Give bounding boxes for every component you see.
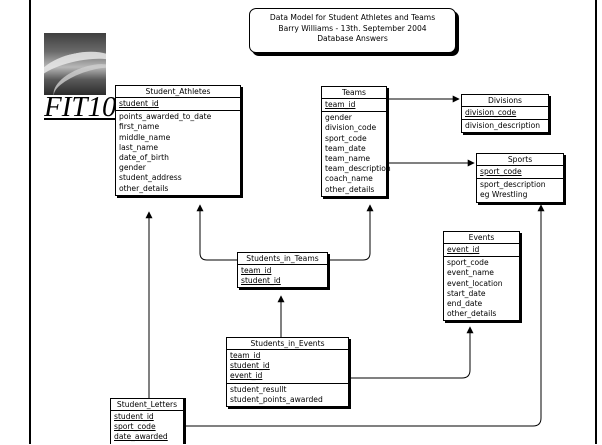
divisions-key-field: division_code <box>465 108 517 117</box>
student-athletes-attribute-field: student_address <box>119 173 182 183</box>
logo-text: FIT10 <box>44 92 116 122</box>
students-in-events-attribute-field: student_points_awarded <box>230 394 323 404</box>
logo-image <box>44 33 106 95</box>
students-in-events-attribute-field: student_resullt <box>230 384 287 394</box>
teams-attribute-field: coach_name <box>325 174 373 184</box>
sports-key-field: sport_code <box>480 167 522 176</box>
students-in-events-title: Students_in_Events <box>227 338 348 350</box>
student-athletes-attribute-field: middle_name <box>119 132 171 142</box>
students-in-teams-key-field: team_id <box>241 266 272 275</box>
sports-title: Sports <box>477 154 563 166</box>
student-athletes-title: Student_Athletes <box>116 86 240 98</box>
events-attribute-field: end_date <box>447 298 483 308</box>
events-attribute-field: other_details <box>447 309 497 319</box>
teams-attribute-field: sport_code <box>325 133 367 143</box>
diagram-title-box: Data Model for Student Athletes and Team… <box>249 8 456 53</box>
teams-title: Teams <box>322 87 386 99</box>
students-in-events-key-field: student_id <box>230 361 270 371</box>
student-athletes-attribute-field: points_awarded_to_date <box>119 112 212 122</box>
teams-attribute-field: team_name <box>325 153 371 163</box>
teams-attribute-field: division_code <box>325 123 377 133</box>
student-athletes-attribute-field: gender <box>119 163 146 173</box>
teams-attribute-field: gender <box>325 113 352 123</box>
sie-to-events-line <box>349 326 474 379</box>
events-attribute-field: event_name <box>447 268 494 278</box>
student-athletes-attribute-field: first_name <box>119 122 160 132</box>
students-in-events-key-field: team_id <box>230 351 261 360</box>
students-in-teams-title: Students_in_Teams <box>238 253 327 265</box>
events-key-field: event_id <box>447 245 480 254</box>
teams-attribute-field: team_description <box>325 164 391 174</box>
events-attribute-field: sport_code <box>447 258 489 268</box>
sports-attribute-field: sport_description <box>480 180 546 190</box>
students-in-teams-key-field: student_id <box>241 276 281 286</box>
events-attribute-field: event_location <box>447 278 503 288</box>
teams-attribute-field: other_details <box>325 184 375 194</box>
events-attribute-field: start_date <box>447 288 486 298</box>
student-athletes-attribute-field: other_details <box>119 183 169 193</box>
student-letters-key-field: sport_code <box>114 422 156 432</box>
events-title: Events <box>444 232 519 244</box>
sit-to-athletes-line <box>196 204 237 261</box>
student-letters-key-field: student_id <box>114 412 154 421</box>
letters-to-sports-line <box>184 204 545 427</box>
teams-attribute-field: team_date <box>325 143 366 153</box>
diagram-frame <box>29 0 597 444</box>
teams-key-field: team_id <box>325 100 356 109</box>
student-athletes-attribute-field: last_name <box>119 142 159 152</box>
students-in-events-key-field: event_id <box>230 371 263 381</box>
sports-attribute-field: eg Wrestling <box>480 190 528 200</box>
student-athletes-key-field: student_id <box>119 99 159 108</box>
sit-to-teams-line <box>328 204 374 261</box>
title-line-3: Database Answers <box>317 34 388 43</box>
student-letters-title: Student_Letters <box>111 399 183 411</box>
student-letters-key-field: date_awarded <box>114 432 168 442</box>
title-line-2: Barry Williams - 13th. September 2004 <box>278 23 427 33</box>
divisions-attribute-field: division_description <box>465 121 541 131</box>
student-athletes-attribute-field: date_of_birth <box>119 152 169 162</box>
title-line-1: Data Model for Student Athletes and Team… <box>269 13 436 22</box>
divisions-title: Divisions <box>462 95 548 107</box>
